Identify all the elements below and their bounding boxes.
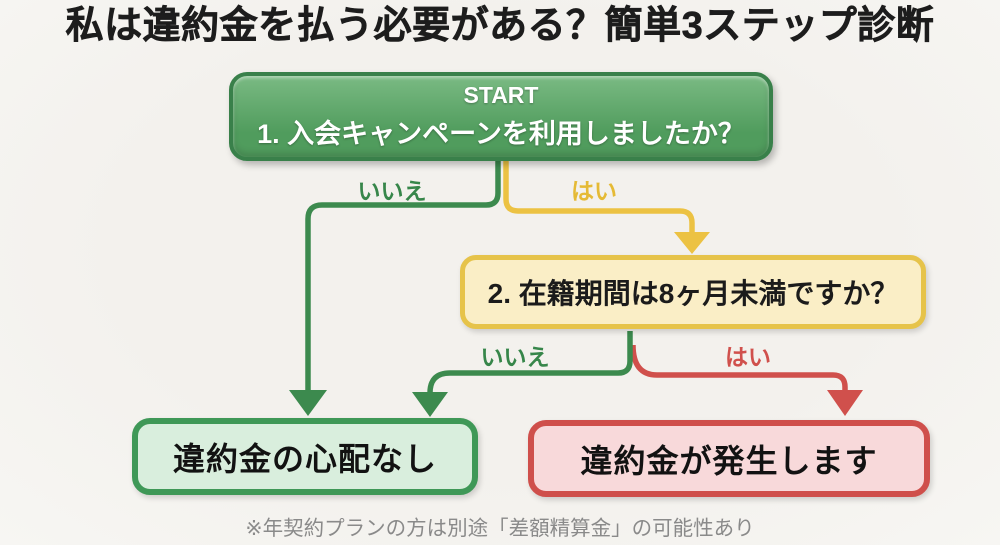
edge-yes2-arrowhead <box>827 390 863 416</box>
result-safe-text: 違約金の心配なし <box>172 440 437 477</box>
edge-yes1-arrowhead <box>674 232 710 254</box>
flow-node-result-fee: 違約金が発生します <box>528 420 930 497</box>
edge-label-yes2: はい <box>725 344 771 370</box>
page-title: 私は違約金を払う必要がある？簡単3ステップ診断 <box>65 5 935 48</box>
start-question-text: 1. 入会キャンペーンを利用しましたか？ <box>257 119 745 149</box>
edge-label-no2: いいえ <box>480 344 550 370</box>
flow-node-question2: 2. 在籍期間は8ヶ月未満ですか？ <box>460 255 926 329</box>
edge-no2-arrowhead <box>412 392 448 417</box>
flow-node-result-safe: 違約金の心配なし <box>132 418 478 495</box>
start-tag-label: START <box>463 82 539 108</box>
footer-note: ※年契約プランの方は別途「差額精算金」の可能性あり <box>245 517 755 540</box>
edge-no1-arrowhead <box>289 390 327 416</box>
question2-text: 2. 在籍期間は8ヶ月未満ですか？ <box>487 278 899 309</box>
result-fee-text: 違約金が発生します <box>580 442 878 479</box>
flow-node-start: START 1. 入会キャンペーンを利用しましたか？ <box>229 72 773 161</box>
edge-label-no1: いいえ <box>357 178 427 204</box>
edge-label-yes1: はい <box>571 178 617 204</box>
